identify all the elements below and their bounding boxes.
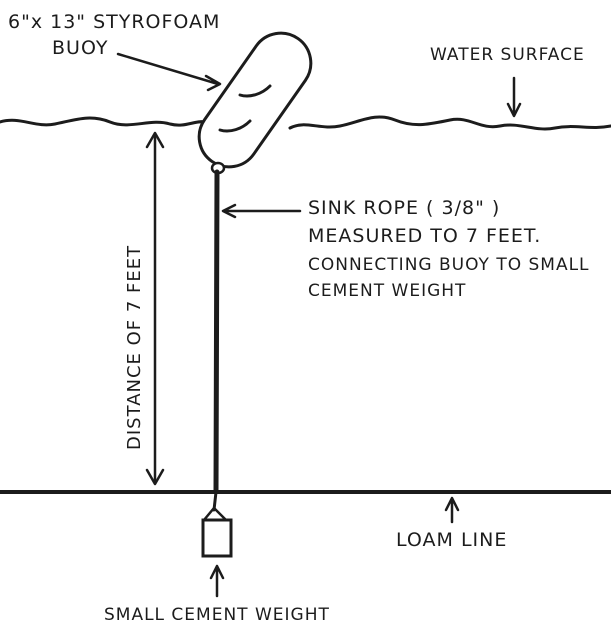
water-surface-line (0, 115, 611, 131)
rope-label-line3: CONNECTING BUOY TO SMALL (308, 255, 590, 275)
distance-arrow (145, 131, 165, 486)
sink-rope (213, 169, 220, 495)
rope-label-line4: CEMENT WEIGHT (308, 281, 466, 301)
rope-label-line1: SINK ROPE ( 3/8" ) (308, 197, 500, 219)
weight-label: SMALL CEMENT WEIGHT (104, 605, 330, 625)
water-surface-label: WATER SURFACE (430, 45, 585, 65)
rope-label-line2: MEASURED TO 7 FEET. (308, 225, 541, 247)
cement-weight (201, 506, 233, 558)
loam-line-label: LOAM LINE (396, 529, 507, 551)
buoy-pointer-arrow (116, 52, 222, 92)
buoy-label-line2: BUOY (52, 37, 108, 59)
distance-label: DISTANCE OF 7 FEET (124, 245, 145, 450)
weight-pointer-arrow (209, 564, 225, 598)
buoy-label-line1: 6"x 13" STYROFOAM (8, 11, 220, 33)
water-surface-pointer-arrow (506, 76, 522, 118)
rope-pointer-arrow (221, 203, 302, 219)
loam-line-pointer-arrow (444, 496, 460, 524)
styrofoam-buoy (197, 31, 313, 175)
